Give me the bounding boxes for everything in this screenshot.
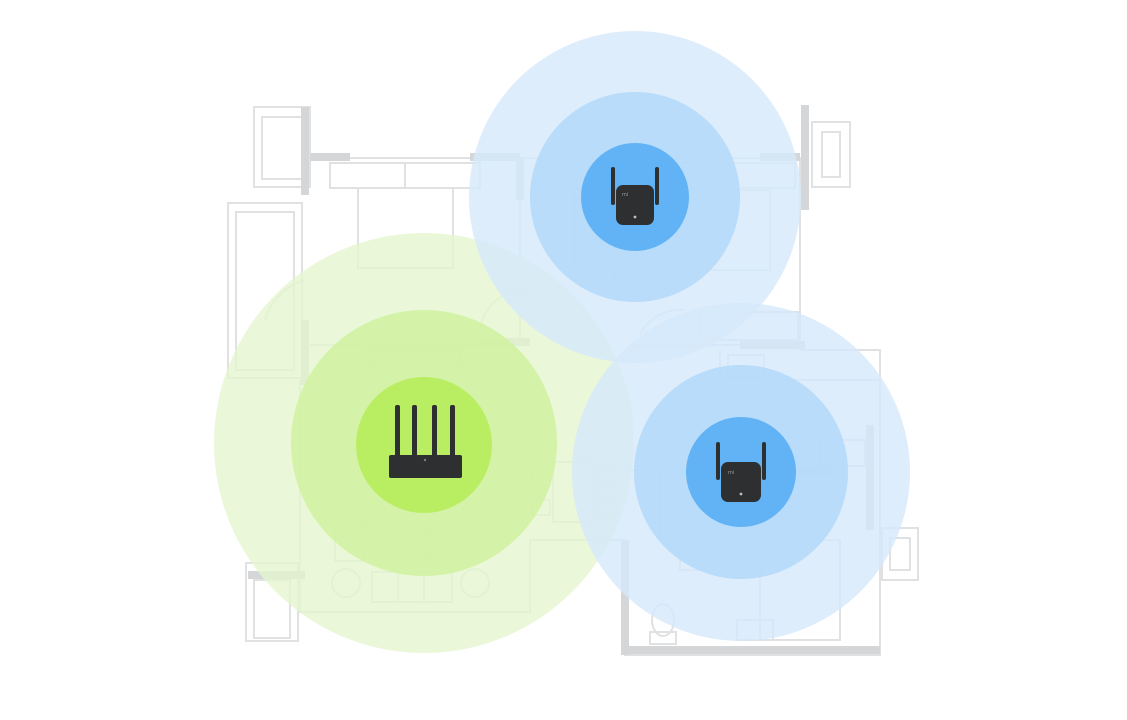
router-icon — [389, 405, 462, 478]
mi-logo: mi — [728, 470, 734, 476]
router-coverage-inner — [356, 377, 492, 513]
mi-logo: mi — [622, 192, 628, 198]
router-coverage — [214, 233, 634, 653]
wifi-extender-icon: mi — [716, 442, 766, 502]
wifi-extender-icon: mi — [611, 167, 659, 225]
